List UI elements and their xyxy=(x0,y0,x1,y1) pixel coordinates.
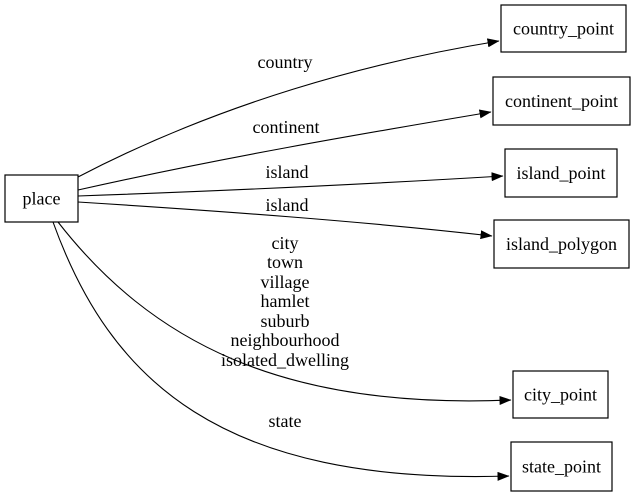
node-continent-point: continent_point xyxy=(492,76,631,126)
edge-label-island-polygon: island xyxy=(266,195,309,215)
edge-labels: country continent island island city tow… xyxy=(221,52,349,431)
edge-label-hamlet: hamlet xyxy=(261,291,310,311)
node-place: place xyxy=(4,174,79,223)
node-state-point: state_point xyxy=(510,441,613,492)
edge-label-city-group: city town village hamlet suburb neighbou… xyxy=(221,233,349,370)
edge-label-island-point: island xyxy=(266,162,309,182)
node-island-point: island_point xyxy=(504,148,618,198)
edge-place-continent-point xyxy=(77,109,492,191)
node-city-point-box xyxy=(512,370,609,419)
node-island-polygon: island_polygon xyxy=(493,219,630,269)
edge-label-city: city xyxy=(272,233,299,253)
node-state-point-box xyxy=(510,441,613,492)
edge-label-state: state xyxy=(269,411,302,431)
node-place-box xyxy=(4,174,79,223)
node-continent-point-box xyxy=(492,76,631,126)
node-city-point: city_point xyxy=(512,370,609,419)
edge-place-island-point xyxy=(77,172,504,197)
edge-label-neighbourhood: neighbourhood xyxy=(231,330,340,350)
edges xyxy=(52,38,512,481)
edge-place-country-point xyxy=(77,38,500,178)
edge-label-country: country xyxy=(258,52,313,72)
node-place-label: place xyxy=(23,189,61,209)
node-city-point-label: city_point xyxy=(524,385,597,405)
edge-label-continent: continent xyxy=(253,117,320,137)
node-island-point-label: island_point xyxy=(517,163,606,183)
edge-label-suburb: suburb xyxy=(261,311,310,331)
edge-place-city-point xyxy=(57,221,512,405)
edge-label-village: village xyxy=(261,272,310,292)
edge-label-town: town xyxy=(267,252,303,272)
node-country-point-box xyxy=(500,4,627,53)
node-country-point: country_point xyxy=(500,4,627,53)
node-country-point-label: country_point xyxy=(513,19,614,39)
node-island-point-box xyxy=(504,148,618,198)
node-continent-point-label: continent_point xyxy=(505,91,618,111)
node-island-polygon-label: island_polygon xyxy=(506,234,617,254)
edge-place-island-polygon xyxy=(77,201,493,240)
edge-place-state-point xyxy=(52,221,510,481)
node-island-polygon-box xyxy=(493,219,630,269)
edge-label-isolated-dwelling: isolated_dwelling xyxy=(221,350,349,370)
node-state-point-label: state_point xyxy=(522,457,601,477)
